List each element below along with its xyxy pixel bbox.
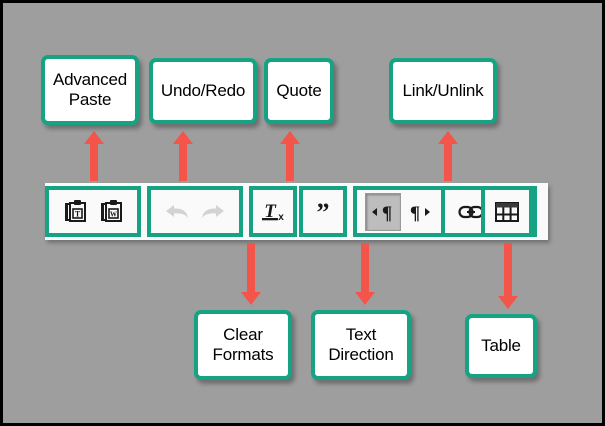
callout-advanced-paste-line1: Advanced	[52, 70, 127, 90]
callout-link-unlink[interactable]: Link/Unlink	[389, 58, 497, 124]
table-icon	[495, 201, 519, 222]
text-direction-ltr-icon: ¶	[372, 203, 392, 224]
redo-arrow-icon	[202, 204, 224, 218]
paste-as-text-button[interactable]: T	[57, 193, 93, 231]
callout-quote[interactable]: Quote	[264, 58, 334, 124]
toolbar-group-clear-formats: T x	[249, 186, 297, 237]
callout-table-label: Table	[481, 336, 521, 356]
svg-text:W: W	[110, 210, 117, 218]
arrow-undo-redo	[173, 131, 193, 181]
blockquote-button[interactable]: ”	[305, 193, 341, 231]
callout-table[interactable]: Table	[465, 314, 537, 378]
redo-button[interactable]	[195, 193, 231, 231]
toolbar-group-table	[481, 186, 533, 237]
svg-text:¶: ¶	[382, 203, 392, 224]
callout-clear-formats-line1: Clear	[223, 325, 263, 345]
arrow-advanced-paste	[84, 131, 104, 181]
callout-quote-label: Quote	[276, 81, 322, 101]
undo-arrow-icon	[166, 204, 188, 218]
toolbar-group-quote: ”	[299, 186, 347, 237]
callout-clear-formats[interactable]: Clear Formats	[194, 310, 292, 380]
undo-button[interactable]	[159, 193, 195, 231]
callout-text-direction[interactable]: Text Direction	[311, 310, 411, 380]
toolbar-group-text-direction: ¶ ¶	[353, 186, 449, 237]
svg-text:T: T	[264, 201, 277, 222]
callout-link-unlink-label: Link/Unlink	[402, 81, 484, 101]
callout-text-direction-line2: Direction	[328, 345, 394, 364]
clipboard-text-icon: T	[65, 199, 86, 222]
svg-text:”: ”	[317, 199, 330, 225]
toolbar-group-advanced-paste: T W	[45, 186, 141, 237]
callout-text-direction-line1: Text	[345, 325, 377, 345]
clear-formats-button[interactable]: T x	[255, 193, 291, 231]
text-direction-rtl-icon: ¶	[410, 203, 430, 224]
rtl-button[interactable]: ¶	[401, 193, 437, 231]
svg-text:¶: ¶	[410, 203, 420, 224]
svg-text:x: x	[278, 212, 284, 223]
table-button[interactable]	[489, 193, 525, 231]
toolbar-group-undo-redo	[147, 186, 243, 237]
callout-clear-formats-line2: Formats	[212, 345, 274, 364]
arrow-link-unlink	[438, 131, 458, 181]
arrow-clear-formats	[241, 243, 261, 305]
editor-toolbar: T W	[45, 183, 548, 240]
callout-advanced-paste-line2: Paste	[68, 90, 112, 109]
ltr-button[interactable]: ¶	[365, 192, 401, 231]
callout-undo-redo-label: Undo/Redo	[160, 81, 246, 101]
remove-format-icon: T x	[262, 201, 284, 223]
arrow-quote	[280, 131, 300, 181]
svg-text:T: T	[75, 209, 81, 218]
paste-from-word-button[interactable]: W	[93, 193, 129, 231]
clipboard-word-icon: W	[101, 199, 122, 222]
arrow-table	[498, 243, 518, 309]
callout-advanced-paste[interactable]: Advanced Paste	[41, 55, 139, 125]
arrow-text-direction	[355, 243, 375, 305]
quote-icon: ”	[317, 199, 330, 225]
callout-undo-redo[interactable]: Undo/Redo	[149, 58, 257, 124]
